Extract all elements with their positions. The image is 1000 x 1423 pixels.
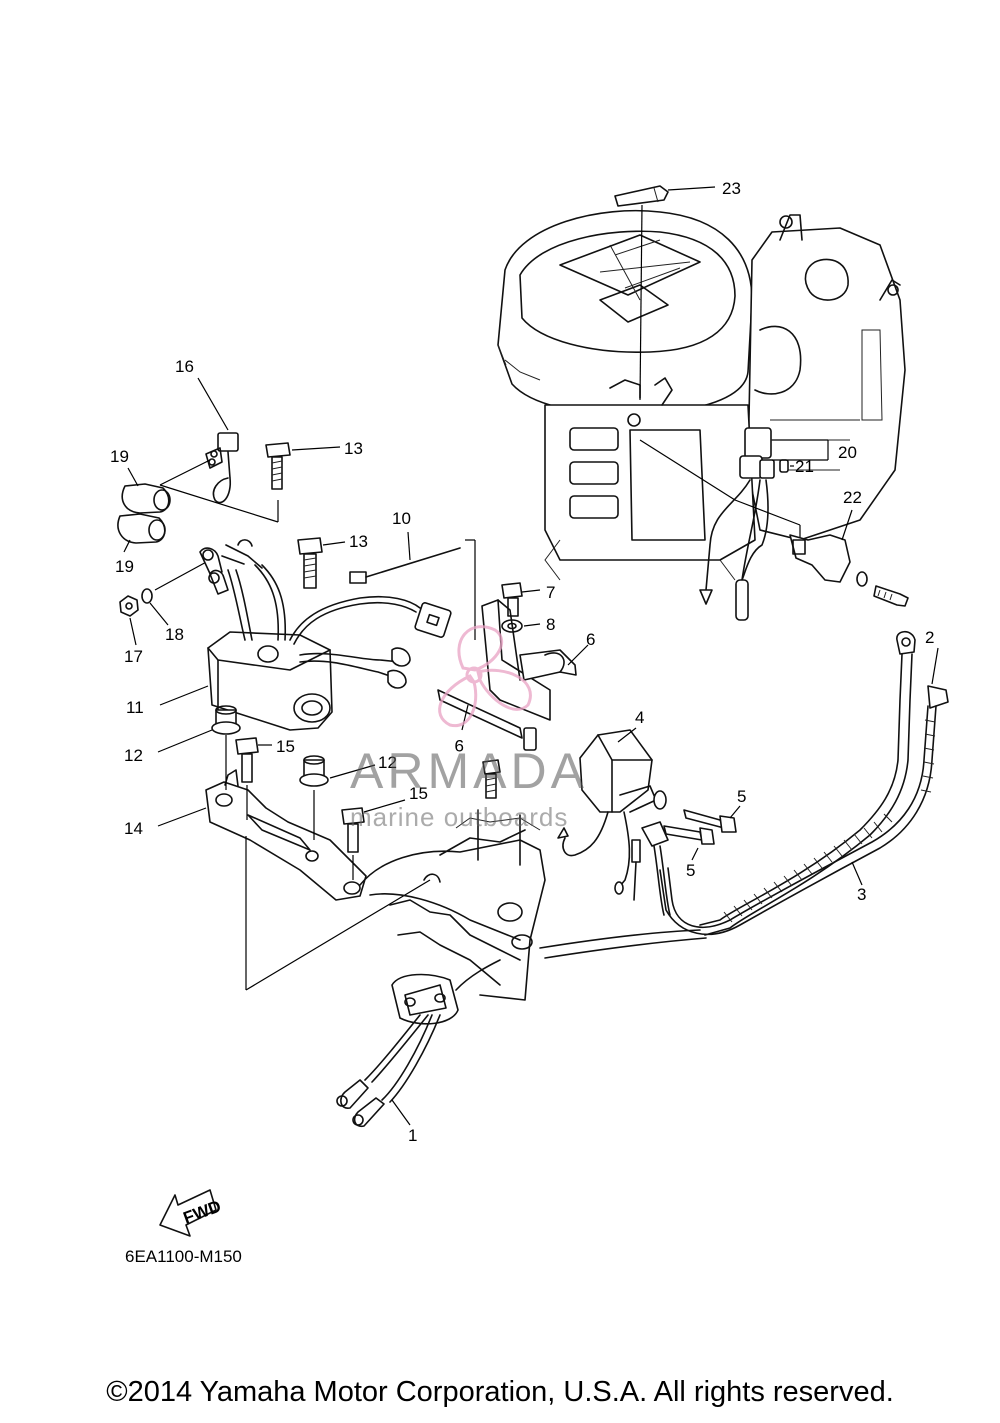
callout-22: 22 xyxy=(843,488,862,507)
part-13-bolts xyxy=(265,442,346,589)
callout-15: 15 xyxy=(409,784,428,803)
callout-3: 3 xyxy=(857,885,866,904)
callout-23: 23 xyxy=(722,179,741,198)
copyright-notice: ©2014 Yamaha Motor Corporation, U.S.A. A… xyxy=(106,1376,894,1408)
callout-1: 1 xyxy=(408,1126,417,1145)
watermark: ARMADA marine outboards xyxy=(350,625,588,832)
part-4-rectifier xyxy=(557,727,667,901)
part-14-bracket-plate xyxy=(157,735,431,991)
callout-21: 21 xyxy=(795,457,814,476)
part-22-bracket xyxy=(789,509,909,607)
part-2-3-battery-cables xyxy=(539,630,949,959)
callout-12: 12 xyxy=(378,753,397,772)
callout-19: 19 xyxy=(115,557,134,576)
part-11-ignition-coil xyxy=(159,539,452,731)
callout-5: 5 xyxy=(686,861,695,880)
part-5-bolts xyxy=(663,805,741,861)
part-6-7-8-9-brackets xyxy=(437,582,589,799)
callout-14: 14 xyxy=(124,819,143,838)
part-1-battery-cables xyxy=(336,959,501,1128)
callout-labels: 23 16 13 19 19 13 10 20 21 22 7 8 6 18 1… xyxy=(110,179,934,1266)
callout-11: 11 xyxy=(126,698,144,717)
watermark-tagline: marine outboards xyxy=(350,802,568,832)
part-20-21-connector xyxy=(639,427,829,621)
part-17-18-nut-washer xyxy=(119,559,211,646)
bottom-cowling xyxy=(359,809,546,1001)
callout-16: 16 xyxy=(175,357,194,376)
part-23-clip xyxy=(614,185,716,401)
part-15-bolts xyxy=(235,737,406,853)
callout-13: 13 xyxy=(349,532,368,551)
callout-20: 20 xyxy=(838,443,857,462)
callout-18: 18 xyxy=(165,625,184,644)
callout-17: 17 xyxy=(124,647,143,666)
callout-8: 8 xyxy=(546,615,555,634)
callout-12: 12 xyxy=(124,746,143,765)
callout-13: 13 xyxy=(344,439,363,458)
fwd-arrow-icon: FWD xyxy=(159,1189,224,1237)
engine-block xyxy=(497,209,906,581)
callout-15: 15 xyxy=(276,737,295,756)
callout-5: 5 xyxy=(737,787,746,806)
callout-19: 19 xyxy=(110,447,129,466)
callout-9: 9 xyxy=(455,736,464,755)
figure-code: 6EA1100-M150 xyxy=(125,1247,242,1266)
callout-7: 7 xyxy=(546,583,555,602)
part-19-sleeves xyxy=(117,467,171,553)
part-12-grommets xyxy=(157,705,376,787)
callout-4: 4 xyxy=(635,708,644,727)
part-10-cable-tie xyxy=(349,531,476,640)
callout-10: 10 xyxy=(392,509,411,528)
part-16-switch xyxy=(159,377,279,523)
propeller-logo-icon xyxy=(438,625,532,728)
watermark-brand: ARMADA xyxy=(350,743,588,799)
callout-2: 2 xyxy=(925,628,934,647)
callout-6: 6 xyxy=(586,630,595,649)
